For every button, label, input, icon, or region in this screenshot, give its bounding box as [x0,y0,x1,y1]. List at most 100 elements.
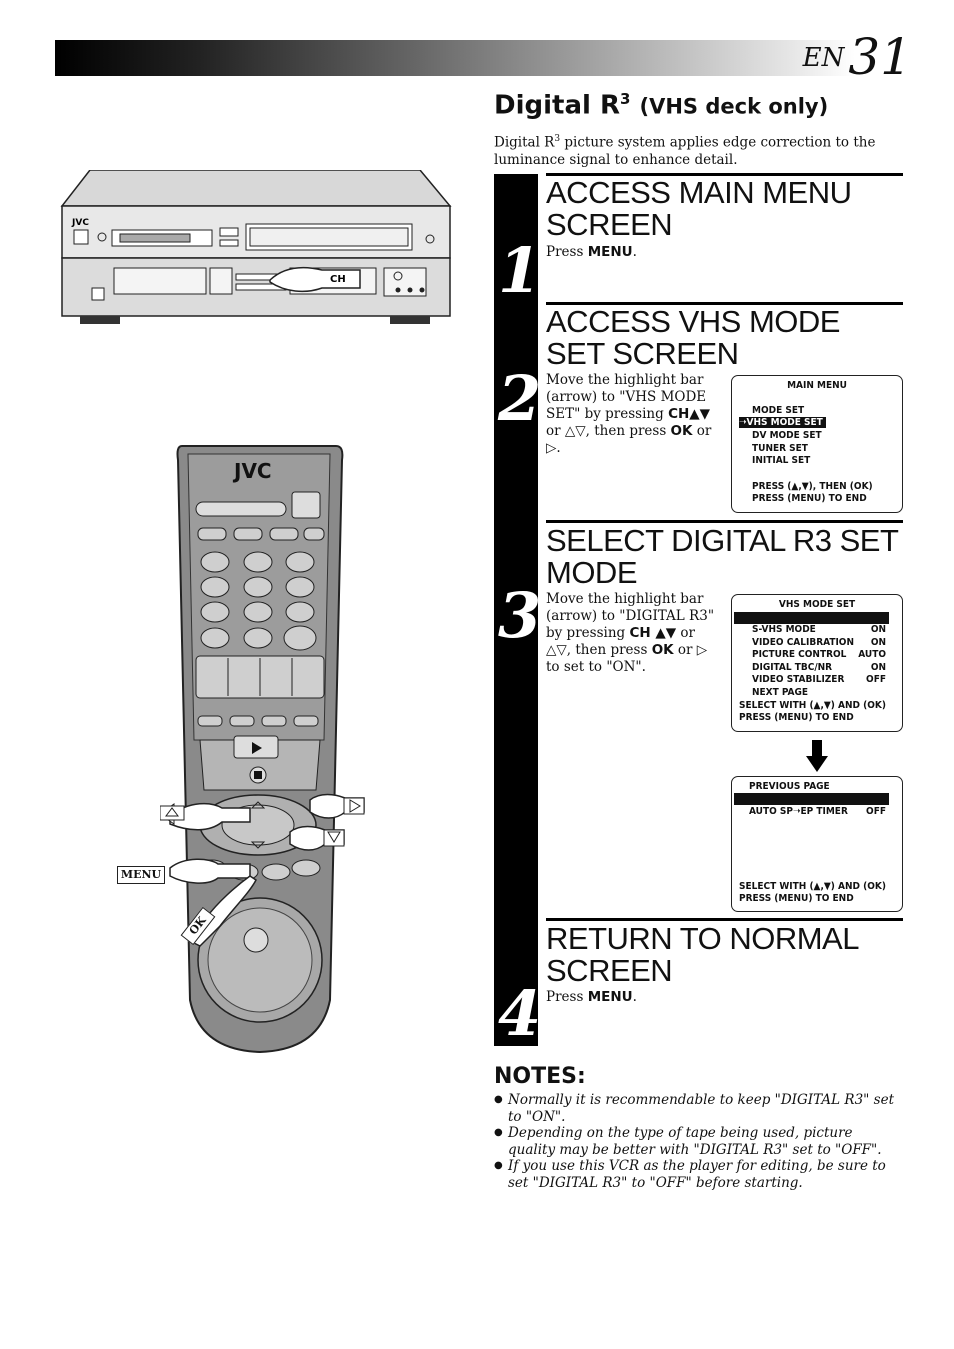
note-item: If you use this VCR as the player for ed… [494,1158,894,1191]
osd-vhs-mode-set-page-2: PREVIOUS PAGE ➝ DIGITAL R3 ON AUTO SP➝EP… [731,776,903,912]
note-item: Depending on the type of tape being used… [494,1125,894,1158]
osd-vhs2-row-value: ON [869,830,885,842]
vcr-illustration: JVC CH [60,170,452,324]
osd-vhs-row-selected: ➝ S-VHS ET OFF [734,612,889,661]
osd-vhs-row: VIDEO CALIBRATION ON [752,637,886,650]
step-1-key: MENU [587,244,633,260]
step-2-text-b: or △▽, then press [546,423,671,439]
osd-vhs2-row-value: OFF [866,806,886,817]
step-number-4: 4 [498,977,542,1050]
osd-vhs-row-value: ON [870,624,886,635]
osd-vhs-footer-1: SELECT WITH (▲,▼) AND (OK) [739,700,886,711]
vcr-brand: JVC [71,218,89,228]
step-1-rule [546,173,903,176]
section-title-superscript: 3 [619,90,631,108]
osd-vhs-row: S-VHS MODE ON [752,624,886,637]
osd-vhs-row-value: OFF [865,649,885,661]
osd-vhs-row-label: S-VHS MODE [752,624,816,635]
step-number-1: 1 [498,234,542,307]
osd-main-footer-1: PRESS (▲,▼), THEN (OK) [752,481,873,492]
osd-vhs-title: VHS MODE SET [778,599,856,610]
osd-main-item: MODE SET [752,405,805,416]
step-2-heading: ACCESS VHS MODE SET SCREEN [546,304,840,371]
step-column [494,174,538,1046]
step-2-key-ch: CH▲▼ [668,406,711,422]
osd-main-item: TUNER SET [752,443,808,454]
page-number: 31 [848,28,912,86]
osd-vhs-row-label: VIDEO CALIBRATION [752,637,854,648]
osd-main-item-selected-label: VHS MODE SET [746,417,823,428]
down-arrow-icon [806,740,828,772]
osd-vhs-mode-set: VHS MODE SET ➝ S-VHS ET OFF S-VHS MODE ON… [731,594,903,732]
language-label: EN [802,43,845,73]
step-3-key-ch: CH ▲▼ [629,625,677,641]
notes-list: Normally it is recommendable to keep "DI… [494,1092,894,1191]
note-item: Normally it is recommendable to keep "DI… [494,1092,894,1125]
step-4-key: MENU [587,989,633,1005]
intro-superscript: 3 [554,134,561,144]
osd-vhs-row-label: DIGITAL TBC/NR [752,662,833,673]
intro-part-b: picture system applies edge correction t… [494,134,876,168]
step-4-text-b: . [632,989,637,1005]
step-1-text-a: Press [546,244,588,260]
osd-vhs-row-value: AUTO [858,649,886,660]
step-1-text: Press MENU. [546,244,896,261]
step-3-text-a: Move the highlight bar (arrow) to "DIGIT… [546,591,715,641]
step-2-text-a: Move the highlight bar (arrow) to "VHS M… [546,372,707,422]
header-bar [55,40,855,76]
osd-vhs-row: NEXT PAGE [752,687,809,698]
step-2-text: Move the highlight bar (arrow) to "VHS M… [546,372,721,457]
osd-vhs2-row: AUTO SP➝EP TIMER OFF [749,806,886,819]
osd-vhs2-footer-1: SELECT WITH (▲,▼) AND (OK) [739,881,886,892]
step-3-heading: SELECT DIGITAL R3 SET MODE [546,523,898,590]
osd-vhs-row: VIDEO STABILIZER OFF [752,674,886,687]
section-title: Digital R3 (VHS deck only) [494,90,828,121]
osd-main-item: INITIAL SET [752,455,811,466]
step-2-text-c: or ▷. [546,423,712,456]
osd-vhs-row-label: S-VHS ET [752,637,798,648]
section-title-main: Digital R [494,90,620,121]
osd-vhs2-row: PREVIOUS PAGE [749,781,830,792]
osd-vhs2-footer-2: PRESS (MENU) TO END [739,893,854,904]
remote-illustration: JVC [160,445,365,1054]
step-4-rule [546,918,903,921]
osd-vhs-row-value: OFF [866,674,886,685]
intro-text: Digital R3 picture system applies edge c… [494,131,914,169]
page-label: EN31 [803,28,912,86]
step-2-rule [546,302,903,305]
osd-main-item-selected: ➝VHS MODE SET [739,417,830,430]
osd-vhs2-row-label: AUTO SP➝EP TIMER [749,806,848,817]
osd-main-footer-2: PRESS (MENU) TO END [752,493,867,504]
step-3-text-b: or △▽, then press [546,625,695,658]
osd-vhs-row-label: PICTURE CONTROL [752,649,847,660]
intro-part-a: Digital R [494,134,555,151]
osd-vhs-row-value: ON [870,662,886,673]
osd-vhs2-row-label: DIGITAL R3 [749,818,805,829]
step-3-rule [546,520,903,523]
osd-vhs-row: PICTURE CONTROL AUTO [752,649,886,662]
osd-main-item: DV MODE SET [752,430,822,441]
step-4-text: Press MENU. [546,989,896,1006]
step-1-heading: ACCESS MAIN MENU SCREEN [546,175,852,242]
step-3-key-ok: OK [651,642,674,658]
osd-vhs2-row-selected: ➝ DIGITAL R3 ON [734,793,889,842]
step-3-text-c: or ▷ to set to "ON". [546,642,708,675]
step-2-key-ok: OK [670,423,693,439]
step-4-text-a: Press [546,989,588,1005]
osd-vhs-row-value: ON [870,637,886,648]
osd-vhs-footer-2: PRESS (MENU) TO END [739,712,854,723]
step-4-heading: RETURN TO NORMAL SCREEN [546,921,858,988]
notes-title: NOTES: [494,1064,586,1089]
osd-main-title: MAIN MENU [787,380,847,391]
step-1-text-b: . [632,244,637,260]
osd-vhs-row: DIGITAL TBC/NR ON [752,662,886,675]
step-3-text: Move the highlight bar (arrow) to "DIGIT… [546,591,724,676]
osd-main-menu: MAIN MENU MODE SET ➝VHS MODE SET DV MODE… [731,375,903,513]
osd-vhs-row-label: VIDEO STABILIZER [752,674,845,685]
section-title-sub: (VHS deck only) [639,94,829,119]
menu-callout-label: MENU [117,866,165,884]
step-number-3: 3 [498,579,542,652]
vcr-ch-label: CH [330,274,346,285]
remote-brand: JVC [232,459,272,483]
step-number-2: 2 [498,362,542,435]
